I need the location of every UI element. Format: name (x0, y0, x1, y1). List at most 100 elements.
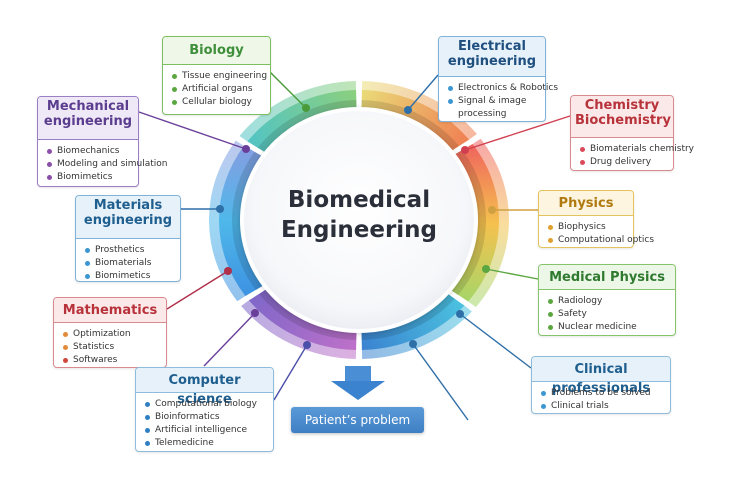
bullet-icon (172, 100, 177, 105)
box-title: Clinical professionals (532, 357, 670, 396)
list-item: Softwares (62, 354, 158, 367)
bullet-icon (541, 404, 546, 409)
list-item: Bioinformatics (144, 411, 265, 424)
list-item: Biomimetics (46, 171, 130, 184)
list-item-text: Cellular biology (182, 97, 252, 107)
connector-chemistry-biochemistry (464, 115, 571, 151)
box-title: Computer science (136, 368, 273, 407)
list-item: Computational biology (144, 398, 265, 411)
list-item-text: Softwares (73, 355, 118, 365)
box-title-line: engineering (83, 212, 173, 228)
box-title-line: Mechanical (46, 99, 130, 114)
list-item-text: Radiology (558, 296, 603, 306)
bullet-icon (448, 99, 453, 104)
box-title-text: Medical Physics (549, 270, 665, 285)
ring-segment-blue-lavender (219, 145, 264, 297)
connector-dot-icon (482, 265, 490, 273)
ring-segment-red-yellow-green (450, 143, 499, 302)
list-item: Artificial intelligence (144, 424, 265, 437)
bullet-icon (63, 358, 68, 363)
box-title: Materials engineering (76, 196, 180, 239)
patients-problem-box: Patient’s problem (291, 407, 424, 433)
list-item-text: Electronics & Robotics (458, 83, 559, 93)
bullet-icon (548, 299, 553, 304)
center-title: Biomedical Engineering (249, 185, 469, 245)
center-title-line-2: Engineering (280, 217, 438, 243)
box-title-line: Chemistry (584, 98, 660, 113)
ring-segment-inner-stripe (361, 293, 455, 340)
connector-dot-icon (216, 205, 224, 213)
connector-dot-icon (456, 310, 464, 318)
list-item-text: Clinical trials (551, 401, 609, 411)
bullet-icon (580, 147, 585, 152)
ring-segment-outer-band (239, 81, 357, 143)
list-item-text: Signal & image (458, 96, 527, 106)
list-item-text: Tissue engineering (182, 71, 268, 81)
bullet-icon (47, 175, 52, 180)
list-item: Electronics & Robotics (447, 82, 558, 95)
box-title: Mechanical engineering (38, 97, 138, 140)
box-clinical-professionals: Clinical professionals Problems to be so… (531, 356, 671, 414)
ring-segment-yellow-orange (361, 90, 470, 151)
connector-biology (269, 71, 307, 109)
connector-dot-icon (488, 206, 496, 214)
list-item-text: Biomechanics (57, 146, 120, 156)
box-title: Biology (163, 37, 270, 65)
bullet-icon (541, 391, 546, 396)
box-title-text: Physics (558, 196, 614, 211)
connector-clinical-professionals (459, 313, 532, 369)
list-item: Biophysics (547, 221, 625, 234)
list-item: Computational optics (547, 234, 654, 247)
connector-dot-icon (404, 106, 412, 114)
connector-electrical-engineering (407, 74, 439, 111)
ring-segment-outer-band (466, 138, 509, 308)
list-item-text: Computational biology (155, 399, 257, 409)
list-item-text: Optimization (73, 329, 131, 339)
list-item-text: Statistics (73, 342, 115, 352)
connector-computer-science-1 (203, 312, 256, 367)
box-title-text: Biology (189, 43, 244, 58)
bullet-icon (548, 312, 553, 317)
list-item: Cellular biology (171, 96, 262, 109)
box-title-line: Electrical (458, 39, 526, 54)
list-item: Biomaterials (84, 257, 172, 270)
ring-segment-inner-stripe (450, 149, 486, 296)
connector-medical-physics (485, 268, 539, 280)
bullet-icon (47, 149, 52, 154)
list-item-text: Drug delivery (590, 157, 652, 167)
ring-segment-outer-band (241, 299, 357, 359)
list-item: Clinical trials (540, 400, 662, 413)
box-title-text: Clinical professionals (551, 362, 651, 396)
list-item-text: Nuclear medicine (558, 322, 637, 332)
list-item: Drug delivery (579, 156, 665, 169)
list-item: Prosthetics (84, 244, 172, 257)
center-title-line-1: Biomedical (287, 187, 431, 213)
bullet-icon (85, 274, 90, 279)
box-title-line: engineering (43, 113, 133, 129)
bullet-icon (85, 261, 90, 266)
box-electrical-engineering: Electrical engineering Electronics & Rob… (438, 36, 558, 122)
box-title: Chemistry Biochemistry (571, 96, 673, 138)
list-item-text: Biomimetics (95, 271, 151, 281)
list-item-text: Artificial intelligence (155, 425, 248, 435)
list-item: Biomaterials chemistry (579, 143, 694, 156)
list-item: Biomechanics (46, 145, 130, 158)
connector-dot-icon (251, 309, 259, 317)
connector-computer-science-2 (273, 344, 308, 401)
box-title: Mathematics (54, 298, 166, 323)
list-item-text: Biophysics (558, 222, 606, 232)
